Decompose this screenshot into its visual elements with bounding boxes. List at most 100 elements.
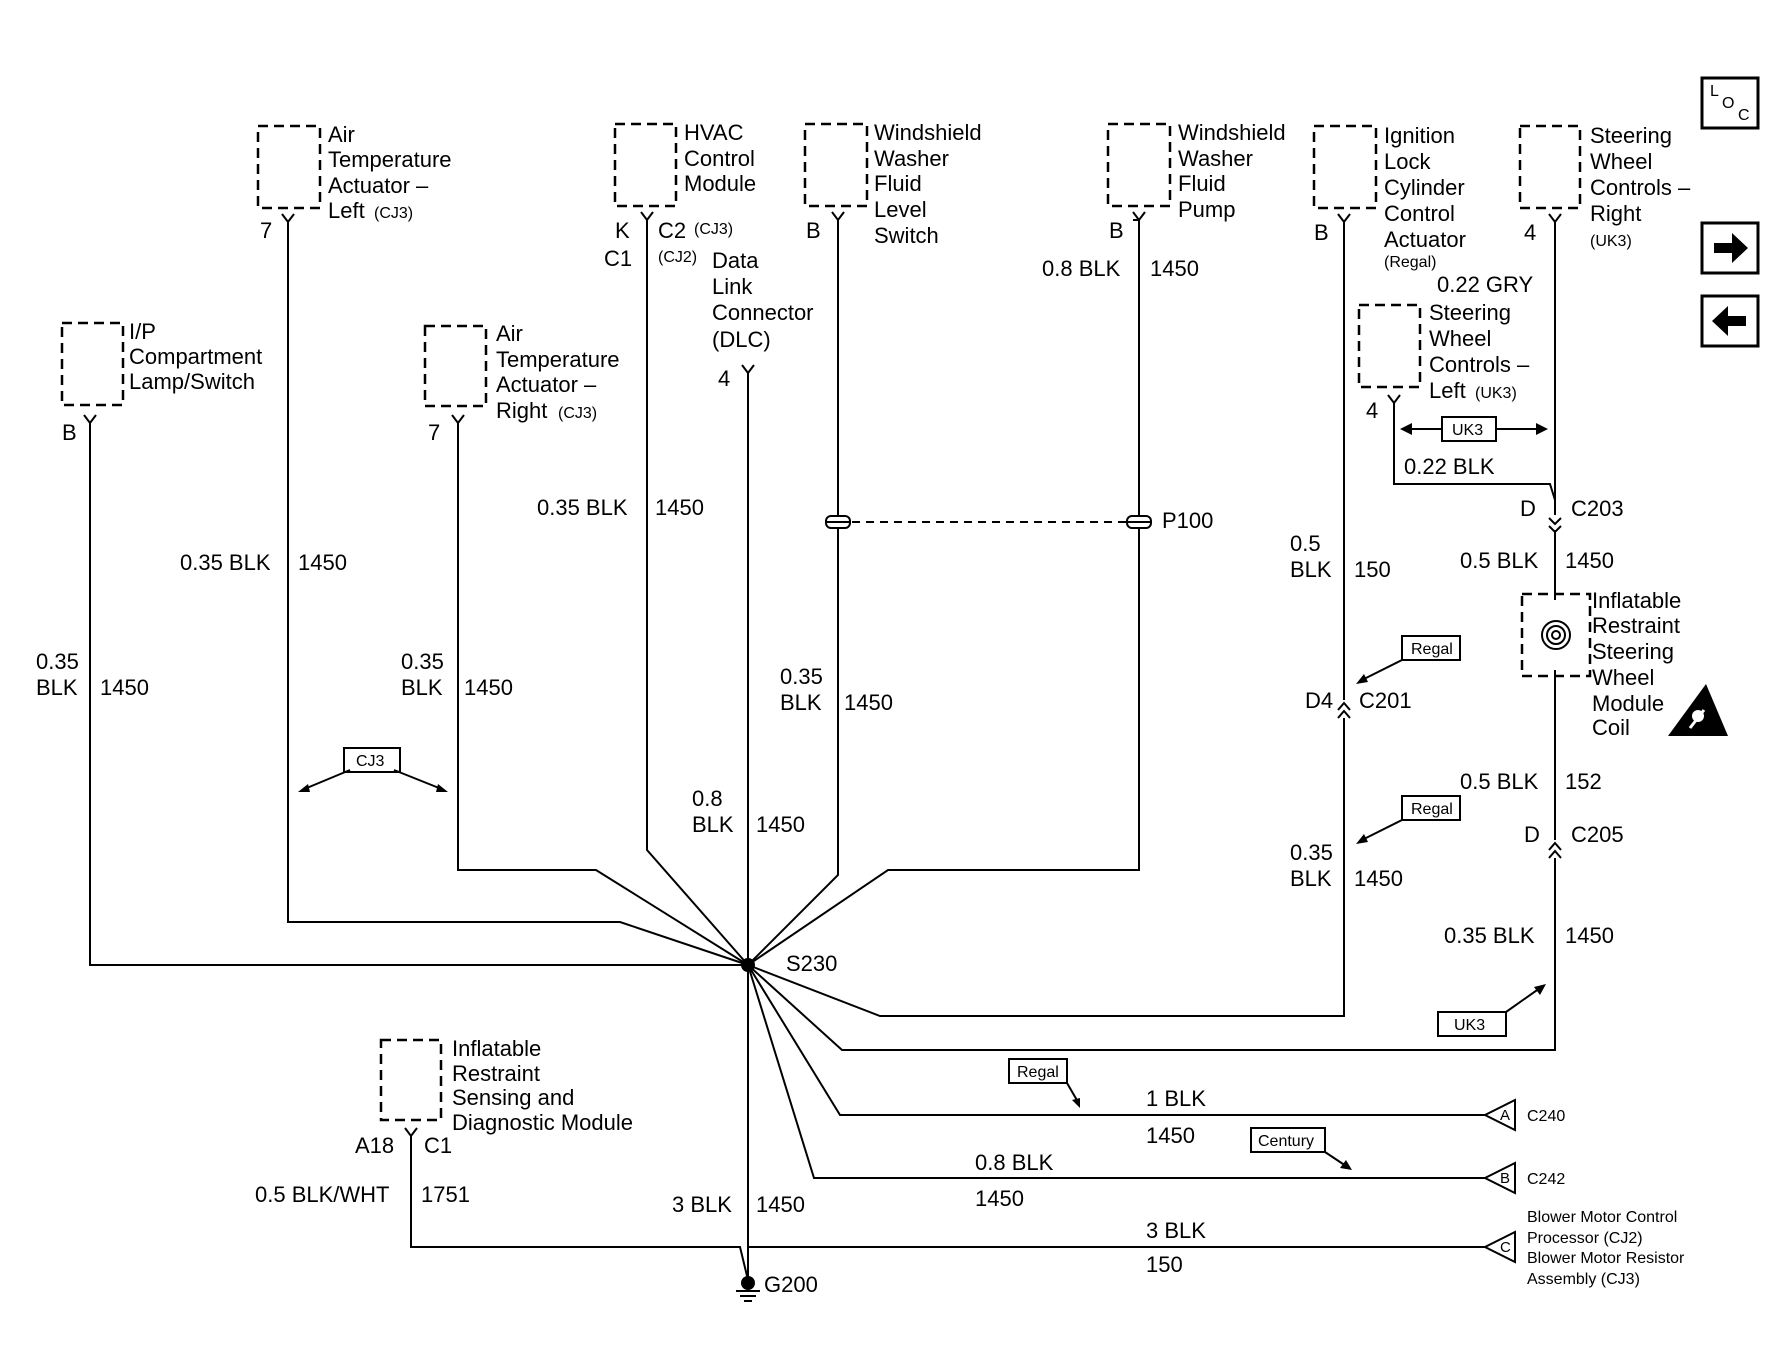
connector-c201-label: C201 [1359, 688, 1412, 713]
svg-text:1450: 1450 [1565, 923, 1614, 948]
svg-text:Windshield: Windshield [1178, 120, 1286, 145]
svg-text:Left: Left [328, 198, 365, 223]
svg-text:Regal: Regal [1017, 1064, 1059, 1081]
svg-text:BLK: BLK [401, 675, 443, 700]
location-button[interactable]: L O C [1700, 76, 1760, 130]
component-washer-pump: Windshield Washer Fluid Pump B [1106, 120, 1286, 243]
arrow-right-icon [1714, 233, 1748, 263]
svg-text:1450: 1450 [655, 495, 704, 520]
arrow-left-icon [1712, 306, 1746, 336]
svg-text:Lamp/Switch: Lamp/Switch [129, 369, 255, 394]
svg-text:Coil: Coil [1592, 715, 1630, 740]
svg-text:Regal: Regal [1411, 801, 1453, 818]
svg-text:Restraint: Restraint [452, 1061, 540, 1086]
svg-text:0.22 BLK: 0.22 BLK [1404, 454, 1495, 479]
component-ignition-lock-actuator: Ignition Lock Cylinder Control Actuator … [1312, 123, 1466, 271]
connector-c242: B C242 [1482, 1161, 1565, 1195]
svg-text:Steering: Steering [1590, 123, 1672, 148]
connector-c201-pin: D4 [1305, 688, 1333, 713]
svg-text:Link: Link [712, 274, 753, 299]
next-page-button[interactable] [1700, 221, 1760, 275]
svg-text:1450: 1450 [844, 690, 893, 715]
svg-text:C240: C240 [1527, 1108, 1565, 1125]
svg-text:C242: C242 [1527, 1171, 1565, 1188]
svg-text:Temperature: Temperature [496, 347, 620, 372]
loc-o-text: O [1722, 95, 1734, 112]
loc-c-text: C [1738, 107, 1750, 124]
previous-page-button[interactable] [1700, 294, 1760, 348]
svg-text:0.5 BLK/WHT: 0.5 BLK/WHT [255, 1182, 389, 1207]
svg-text:Controls –: Controls – [1590, 175, 1691, 200]
svg-text:I/P: I/P [129, 319, 156, 344]
svg-text:0.35 BLK: 0.35 BLK [180, 550, 271, 575]
airbag-coil-icon [1541, 620, 1571, 650]
svg-text:Windshield: Windshield [874, 120, 982, 145]
svg-text:CJ3: CJ3 [356, 753, 385, 770]
svg-text:Connector: Connector [712, 300, 814, 325]
svg-text:1450: 1450 [1354, 866, 1403, 891]
svg-text:1450: 1450 [1150, 256, 1199, 281]
svg-text:0.35: 0.35 [36, 649, 79, 674]
svg-text:0.35: 0.35 [780, 664, 823, 689]
loc-l-text: L [1710, 83, 1719, 100]
component-dlc: Data Link Connector (DLC) 4 [712, 248, 814, 391]
svg-text:(CJ2): (CJ2) [658, 249, 697, 266]
svg-text:3 BLK: 3 BLK [1146, 1218, 1206, 1243]
pin-label: C1 [604, 246, 632, 271]
inline-connector-marks [825, 515, 1562, 859]
component-restraint-coil: Inflatable Restraint Steering Wheel Modu… [1520, 588, 1728, 740]
svg-text:0.35: 0.35 [401, 649, 444, 674]
svg-text:1450: 1450 [464, 675, 513, 700]
svg-text:Controls –: Controls – [1429, 352, 1530, 377]
svg-text:BLK: BLK [36, 675, 78, 700]
connector-c240: A C240 [1482, 1098, 1565, 1132]
svg-text:Left: Left [1429, 378, 1466, 403]
wire-labels: 0.35 BLK 1450 0.35 BLK 1450 0.35 BLK 145… [36, 256, 1614, 1277]
component-washer-level-switch: Windshield Washer Fluid Level Switch B [803, 120, 982, 248]
svg-text:Century: Century [1258, 1133, 1314, 1150]
pin-label: B [62, 420, 77, 445]
svg-text:Module: Module [684, 171, 756, 196]
svg-text:(CJ3): (CJ3) [374, 205, 413, 222]
svg-text:Lock: Lock [1384, 149, 1431, 174]
svg-text:Temperature: Temperature [328, 147, 452, 172]
option-century-tag: Century [1250, 1127, 1352, 1170]
svg-text:1450: 1450 [100, 675, 149, 700]
svg-text:Actuator: Actuator [1384, 227, 1466, 252]
svg-text:Level: Level [874, 197, 927, 222]
svg-text:150: 150 [1354, 557, 1391, 582]
pin-label: C2 [658, 218, 686, 243]
svg-text:1751: 1751 [421, 1182, 470, 1207]
pin-label: 7 [260, 218, 272, 243]
ground-label: G200 [764, 1272, 818, 1297]
svg-text:0.5 BLK: 0.5 BLK [1460, 548, 1539, 573]
option-cj3-tag: CJ3 [298, 747, 448, 792]
ground-g200 [736, 1276, 760, 1302]
svg-text:Switch: Switch [874, 223, 939, 248]
svg-text:Steering: Steering [1592, 639, 1674, 664]
component-swc-right: Steering Wheel Controls – Right (UK3) 4 [1518, 123, 1691, 250]
svg-text:HVAC: HVAC [684, 120, 744, 145]
svg-text:B: B [1500, 1170, 1510, 1187]
component-swc-left: Steering Wheel Controls – Left (UK3) 4 [1357, 300, 1530, 423]
svg-text:Air: Air [328, 122, 355, 147]
svg-text:0.35: 0.35 [1290, 840, 1333, 865]
connector-c203-pin: D [1520, 496, 1536, 521]
svg-text:Steering: Steering [1429, 300, 1511, 325]
pin-label: A18 [355, 1133, 394, 1158]
svg-text:Washer: Washer [1178, 146, 1253, 171]
svg-text:Control: Control [1384, 201, 1455, 226]
connector-blower: C Blower Motor Control Processor (CJ2) B… [1482, 1209, 1685, 1288]
svg-text:Washer: Washer [874, 146, 949, 171]
svg-text:Right: Right [1590, 201, 1641, 226]
pin-label: B [1109, 218, 1124, 243]
svg-text:(UK3): (UK3) [1475, 385, 1517, 402]
svg-text:0.5 BLK: 0.5 BLK [1460, 769, 1539, 794]
svg-text:Inflatable: Inflatable [452, 1036, 541, 1061]
svg-text:C: C [1500, 1239, 1511, 1256]
svg-text:Data: Data [712, 248, 759, 273]
option-uk3-box-tag: UK3 [1437, 984, 1546, 1037]
svg-text:Pump: Pump [1178, 197, 1235, 222]
component-air-temp-left: Air Temperature Actuator – Left (CJ3) 7 [256, 122, 452, 243]
svg-text:(CJ3): (CJ3) [558, 405, 597, 422]
